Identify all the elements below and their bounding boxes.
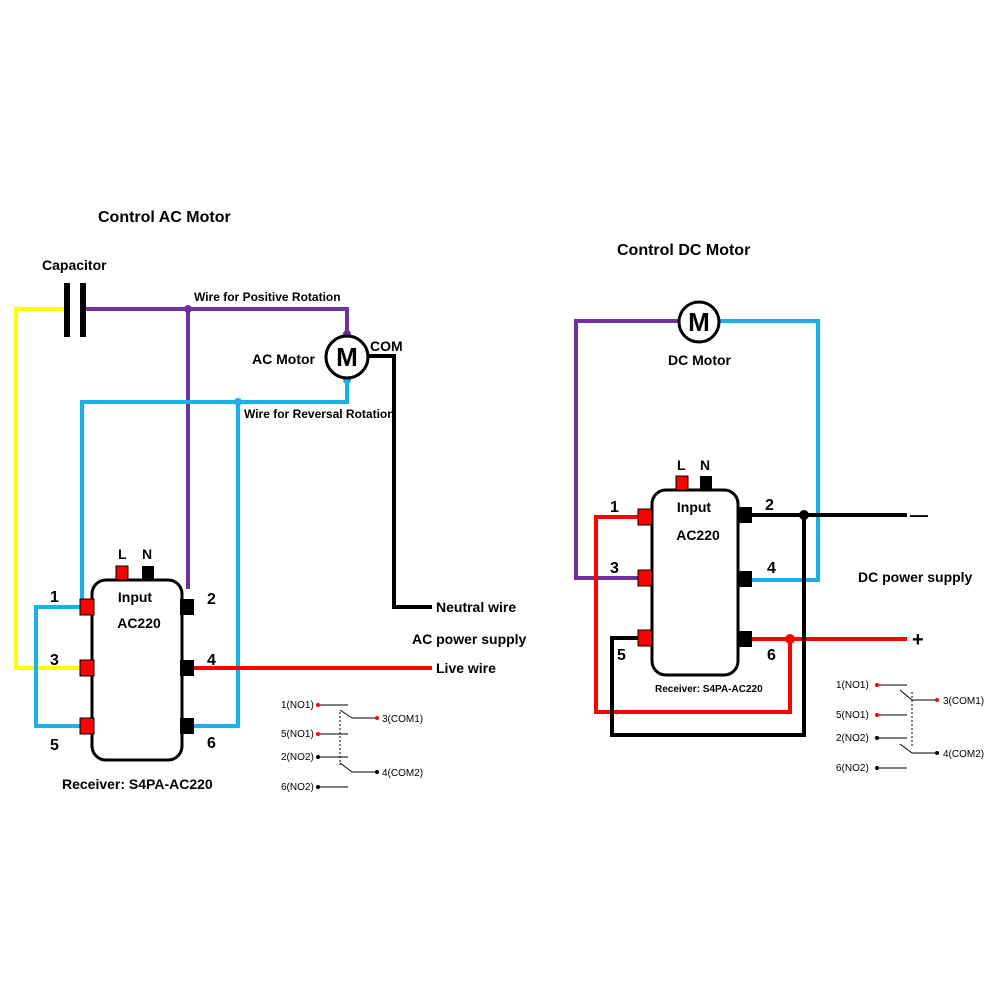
pin-5-label: 5: [50, 737, 59, 754]
pin1-pin5-bridge-wire: [34, 605, 92, 728]
capacitor-label: Capacitor: [42, 257, 107, 273]
minus-label: —: [910, 505, 928, 525]
pin-6: [738, 631, 752, 647]
pin-4: [180, 660, 194, 676]
ac-receiver: L N Input AC220 1 3 5 2 4 6: [50, 546, 216, 762]
ac-motor-section: Control AC Motor Capacitor Wire for Posi…: [14, 209, 527, 793]
legend-no2-b: 6(NO2): [281, 782, 314, 793]
input-label: Input: [677, 499, 712, 515]
pin-3: [637, 569, 653, 587]
positive-wire-label: Wire for Positive Rotation: [194, 290, 341, 304]
com-label: COM: [370, 338, 403, 354]
dc-purple-wire: [574, 319, 682, 580]
junction-dot: [785, 634, 795, 644]
neutral-wire: [365, 354, 432, 609]
junction-dot: [184, 305, 192, 313]
legend-no2-a: 2(NO2): [281, 752, 314, 763]
pin-1-label: 1: [610, 499, 619, 516]
dc-red-loop-wire: [594, 515, 792, 714]
junction-dot: [799, 510, 809, 520]
l-label: L: [118, 546, 127, 562]
pin-3: [79, 659, 95, 677]
pin-4: [738, 571, 752, 587]
dc-title: Control DC Motor: [617, 242, 750, 259]
model-label: AC220: [676, 527, 720, 543]
legend-no1-a: 1(NO1): [281, 700, 314, 711]
legend-com1: 3(COM1): [943, 696, 984, 707]
legend-no2-a: 2(NO2): [836, 733, 869, 744]
n-terminal: [142, 566, 154, 580]
legend-no1-a: 1(NO1): [836, 680, 869, 691]
plus-label: +: [912, 629, 924, 651]
n-label: N: [700, 457, 710, 473]
ac-motor-icon: M: [324, 334, 370, 380]
pin-2: [180, 599, 194, 615]
n-label: N: [142, 546, 152, 562]
junction-dot: [234, 398, 242, 406]
ac-motor-label: AC Motor: [252, 351, 316, 367]
pin-5-label: 5: [617, 647, 626, 664]
pin-5: [637, 629, 653, 647]
ac-power-supply-label: AC power supply: [412, 631, 527, 647]
pin-5: [79, 717, 95, 735]
live-wire-label: Live wire: [436, 660, 496, 676]
model-label: AC220: [117, 615, 161, 631]
l-terminal: [675, 475, 689, 491]
pin-2-label: 2: [765, 497, 774, 514]
legend-com2: 4(COM2): [382, 768, 423, 779]
dc-receiver-caption: Receiver: S4PA-AC220: [655, 684, 763, 695]
capacitor-icon: [64, 283, 86, 337]
reversal-wire-label: Wire for Reversal Rotation: [244, 407, 395, 421]
dc-motor-symbol: M: [688, 307, 710, 337]
pin-6-label: 6: [767, 647, 776, 664]
dc-motor-section: Control DC Motor M DC Motor — DC power s…: [574, 242, 984, 774]
legend-no1-b: 5(NO1): [281, 729, 314, 740]
pin-4-label: 4: [207, 652, 216, 669]
legend-no2-b: 6(NO2): [836, 763, 869, 774]
pin-1: [637, 508, 653, 526]
ac-motor-symbol: M: [336, 342, 358, 372]
pin-3-label: 3: [50, 652, 59, 669]
ac-receiver-caption: Receiver: S4PA-AC220: [62, 776, 213, 792]
dc-black-loop-wire: [610, 513, 806, 737]
pin-4-label: 4: [767, 560, 776, 577]
legend-com2: 4(COM2): [943, 749, 984, 760]
ac-switch-legend: 1(NO1) 5(NO1) 3(COM1) 2(NO2) 6(NO2) 4(CO…: [281, 700, 423, 793]
l-terminal: [115, 565, 129, 581]
pin-3-label: 3: [610, 560, 619, 577]
l-label: L: [677, 457, 686, 473]
pin-6-label: 6: [207, 735, 216, 752]
reversal-branch-wire: [188, 400, 240, 728]
positive-rotation-wire: [84, 307, 349, 340]
dc-motor-label: DC Motor: [668, 352, 732, 368]
pin-2: [738, 507, 752, 523]
yellow-wire: [14, 307, 92, 670]
ac-title: Control AC Motor: [98, 209, 231, 226]
legend-no1-b: 5(NO1): [836, 710, 869, 721]
dc-receiver: L N Input AC220 1 3 5 2 4 6: [610, 457, 776, 677]
pin-6: [180, 718, 194, 734]
dc-blue-wire: [716, 319, 820, 582]
neutral-wire-label: Neutral wire: [436, 599, 516, 615]
input-label: Input: [118, 589, 153, 605]
pin-1: [79, 598, 95, 616]
pin-2-label: 2: [207, 591, 216, 608]
n-terminal: [700, 476, 712, 490]
legend-com1: 3(COM1): [382, 714, 423, 725]
dc-power-supply-label: DC power supply: [858, 569, 973, 585]
dc-switch-legend: 1(NO1) 5(NO1) 3(COM1) 2(NO2) 6(NO2) 4(CO…: [836, 680, 984, 774]
dc-motor-icon: M: [677, 300, 721, 344]
pin-1-label: 1: [50, 589, 59, 606]
